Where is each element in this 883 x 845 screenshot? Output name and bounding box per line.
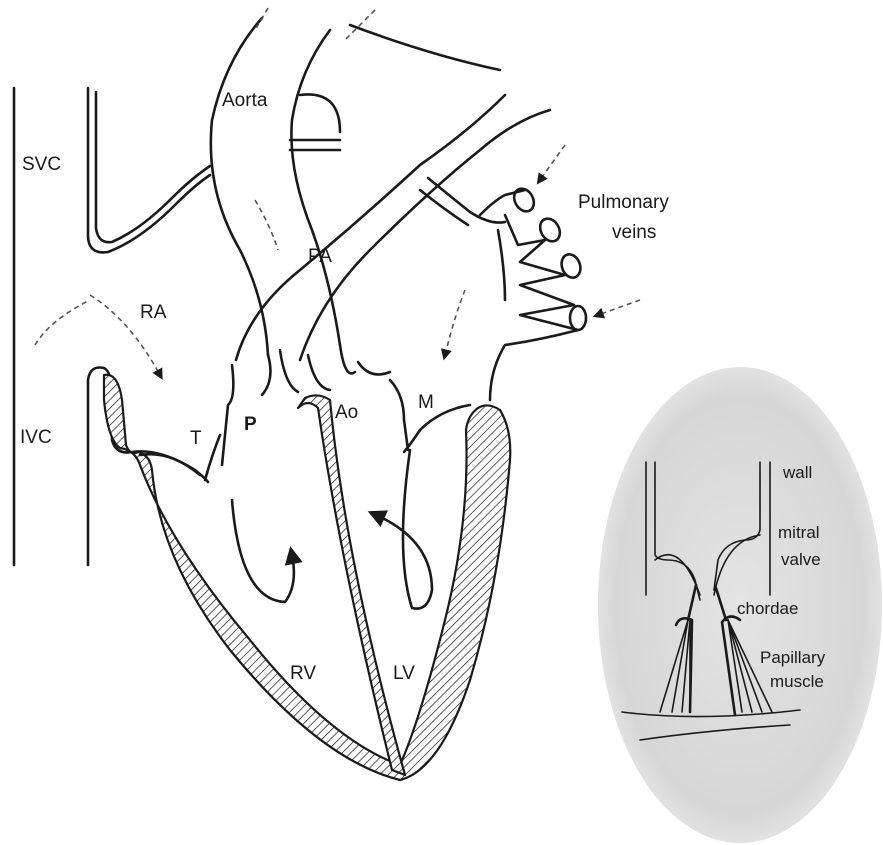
label-pa: PA — [308, 246, 332, 267]
heart-wall — [104, 375, 510, 780]
label-ivc: IVC — [20, 427, 52, 448]
pulmonary-veins — [480, 185, 586, 400]
label-pulmonary-veins-2: veins — [612, 222, 656, 243]
label-svc: SVC — [22, 154, 61, 175]
inset-label-papillary-1: Papillary — [760, 648, 826, 667]
label-pulmonary-veins-1: Pulmonary — [578, 192, 669, 213]
label-m: M — [418, 392, 434, 413]
inset-label-mitral-1: mitral — [778, 523, 820, 542]
inset-label-chordae: chordae — [737, 599, 798, 618]
label-aorta: Aorta — [222, 90, 268, 111]
inset-label-papillary-2: muscle — [770, 672, 824, 691]
label-lv: LV — [393, 663, 415, 684]
inset-label-wall: wall — [782, 463, 812, 482]
great-vessels — [211, 18, 550, 360]
label-ra: RA — [140, 302, 167, 323]
mitral-valve-inset: wall mitral valve chordae Papillary musc… — [598, 367, 882, 843]
inset-label-mitral-2: valve — [781, 550, 821, 569]
label-ao: Ao — [335, 402, 358, 423]
label-t: T — [190, 428, 202, 449]
label-rv: RV — [290, 663, 316, 684]
label-p: P — [244, 414, 257, 435]
